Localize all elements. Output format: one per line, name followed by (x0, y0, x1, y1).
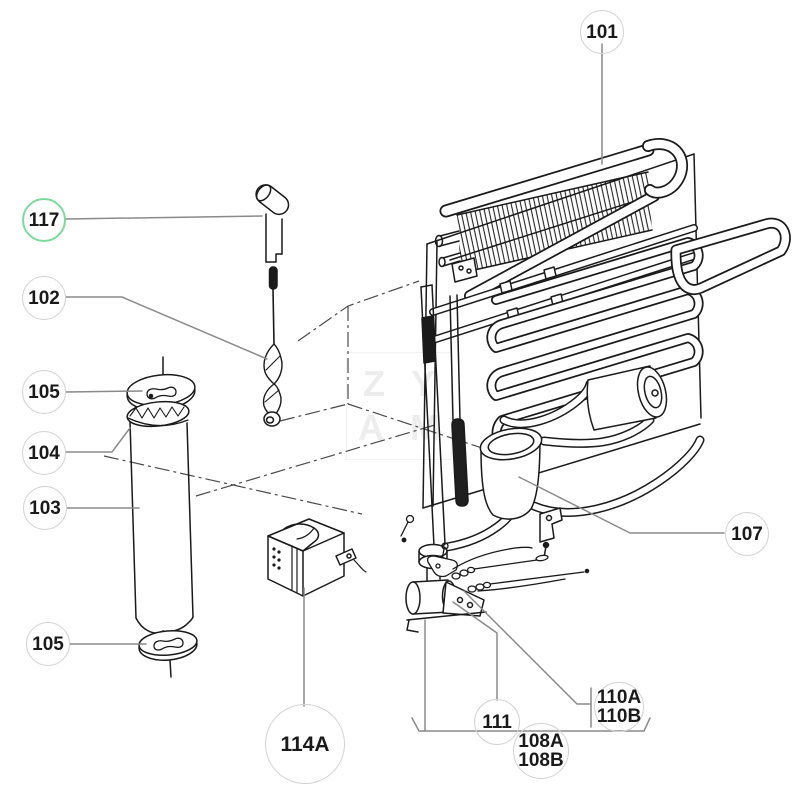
igniter-electrode (451, 546, 549, 580)
callout-102: 102 (22, 276, 66, 320)
absorber-coils (486, 237, 704, 445)
callout-label: 114A (280, 732, 330, 756)
callout-label: 105 (28, 381, 60, 403)
callout-103: 103 (23, 486, 67, 530)
leader-104 (65, 427, 131, 453)
combustion-tube-drawing (129, 421, 194, 642)
flue-screws (400, 514, 458, 578)
boiler-pot (479, 427, 543, 520)
riser-tubes (449, 294, 469, 507)
leader-111 (452, 601, 498, 701)
callout-110A-110B: 110A 110B (594, 682, 644, 732)
callout-117: 117 (22, 198, 66, 242)
heater-canister (586, 365, 668, 431)
callout-114A: 114A (265, 704, 345, 784)
callout-label: 105 (32, 633, 64, 655)
callout-label: 117 (28, 209, 60, 231)
washer-top-drawing (126, 356, 196, 412)
condenser-tube-frame (439, 138, 688, 302)
callout-111: 111 (474, 699, 520, 745)
callout-label: 102 (28, 287, 60, 309)
washer-bottom-drawing (138, 630, 198, 678)
vent-holes (272, 547, 281, 570)
burner-assembly (405, 546, 590, 633)
callout-label: 103 (29, 497, 61, 519)
callout-label: 101 (586, 21, 618, 43)
baffle-wire-drawing (262, 266, 283, 427)
baffle-handle-drawing (255, 184, 290, 263)
callout-105: 105 (22, 370, 66, 414)
callout-label: 108A 108B (518, 731, 564, 771)
flue-sleeve (421, 315, 436, 364)
exploded-parts-left (126, 184, 367, 678)
tube-rails (429, 224, 698, 344)
leader-117 (65, 215, 263, 220)
leader-lines (65, 43, 725, 732)
callout-104: 104 (22, 431, 66, 475)
callout-label: 104 (28, 442, 60, 464)
pipe-stubs (434, 230, 478, 283)
callout-101: 101 (580, 10, 624, 54)
thermocouple (467, 568, 590, 593)
burner-box-drawing (267, 518, 367, 597)
callout-108A-108B: 108A 108B (513, 723, 569, 779)
callout-label: 111 (482, 711, 512, 733)
burner-bracket (442, 581, 485, 617)
callout-label: 107 (731, 523, 763, 545)
thermowell-tube (451, 418, 469, 507)
leader-107 (518, 476, 725, 534)
callout-105: 105 (26, 622, 70, 666)
callout-label: 110A 110B (596, 687, 642, 727)
right-tube-loop (670, 217, 791, 295)
leader-110 (463, 590, 591, 705)
corrugated-cap-drawing (126, 400, 190, 428)
leader-102 (65, 296, 268, 360)
leader-105-top (65, 390, 143, 393)
cooling-unit-drawing (400, 138, 791, 633)
callout-107: 107 (725, 512, 769, 556)
hanger-bracket (539, 507, 563, 559)
